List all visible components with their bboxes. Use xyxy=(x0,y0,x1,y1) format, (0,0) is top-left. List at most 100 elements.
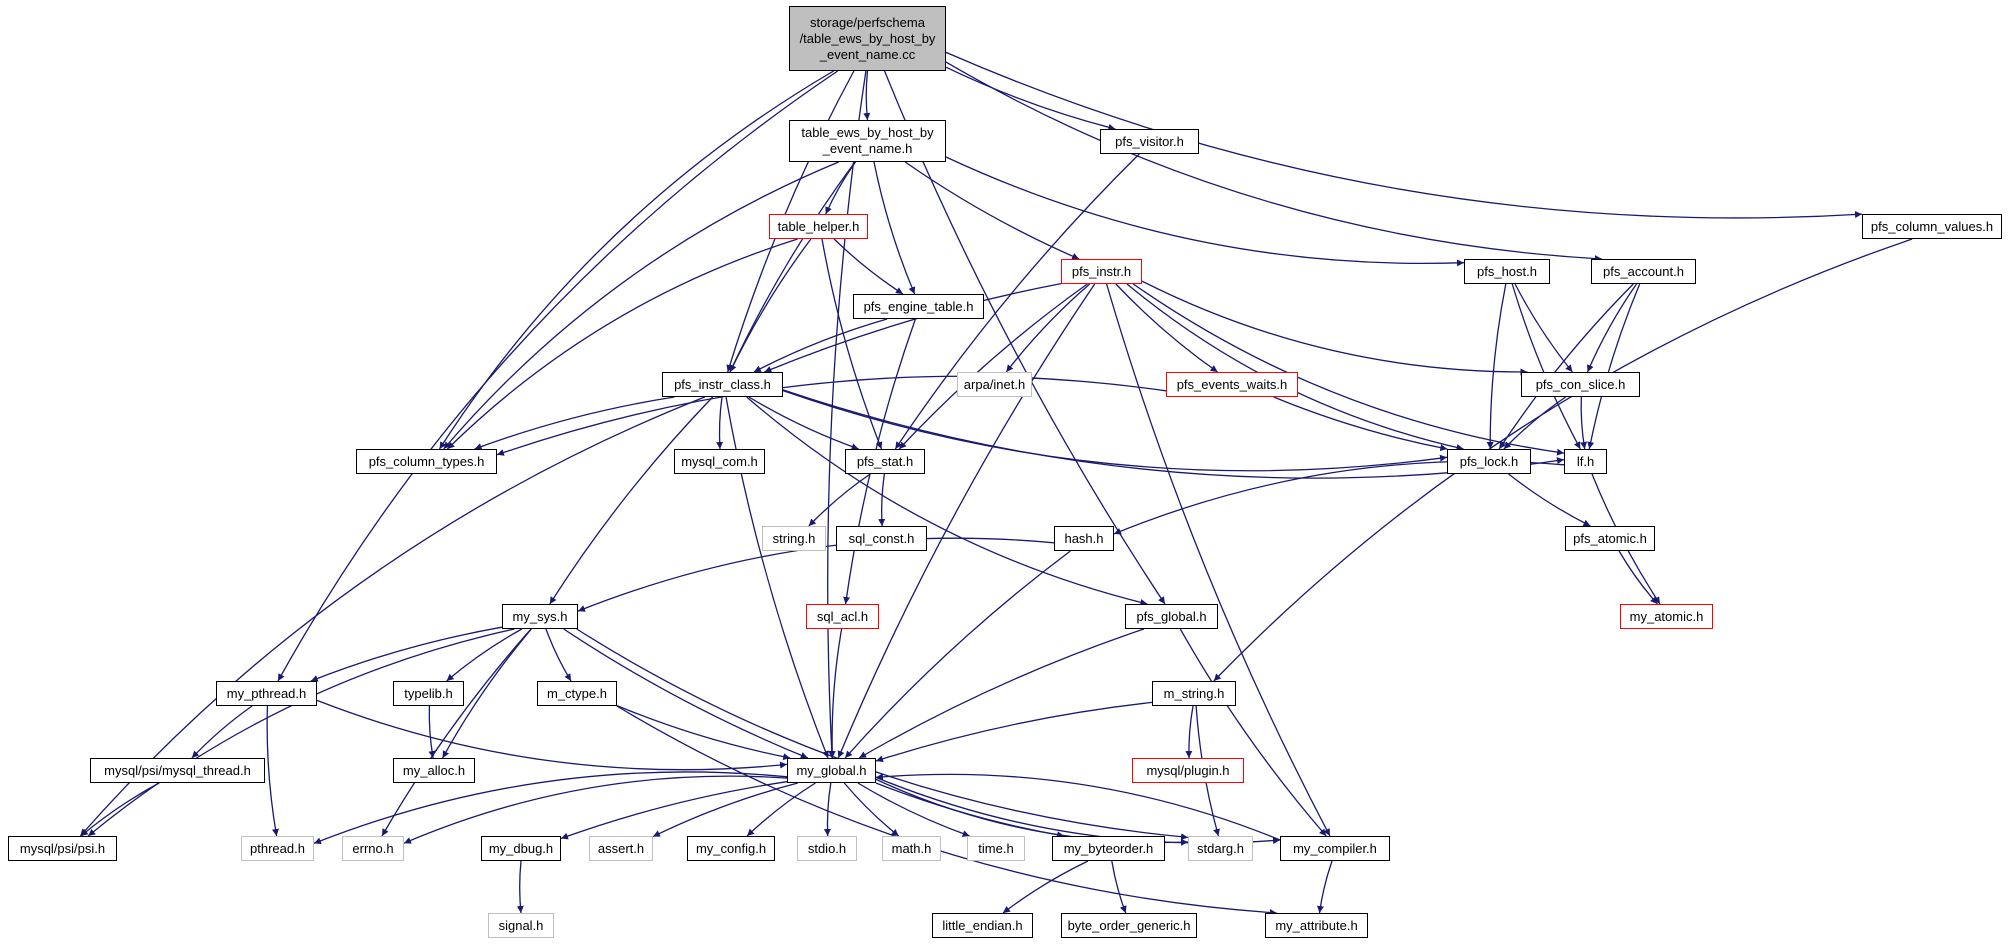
node-sql-acl-h[interactable]: sql_acl.h xyxy=(806,604,879,629)
edge-table-ews-h-to-pfs-instr xyxy=(904,161,1080,260)
node-pthread-h: pthread.h xyxy=(241,836,314,861)
node-assert-h: assert.h xyxy=(589,836,653,861)
edge-my-global-to-assert xyxy=(652,782,798,838)
edge-pfs-account-to-pfs-con-slice xyxy=(1586,283,1638,373)
node-typelib-h[interactable]: typelib.h xyxy=(393,681,464,706)
edge-my-sys-to-my-pthread xyxy=(310,626,503,682)
node-pfs-visitor-h[interactable]: pfs_visitor.h xyxy=(1100,129,1199,154)
edge-pfs-stat-to-sql-const xyxy=(878,473,886,527)
node-byte-order-generic-h[interactable]: byte_order_generic.h xyxy=(1061,913,1197,938)
node-hash-h[interactable]: hash.h xyxy=(1054,526,1114,551)
edge-pfs-host-to-lf xyxy=(1511,283,1581,450)
edge-root-to-table-ews-h xyxy=(863,70,871,121)
edge-table-ews-h-to-pfs-host xyxy=(945,156,1465,267)
node-pfs-con-slice-h[interactable]: pfs_con_slice.h xyxy=(1521,372,1640,397)
node-pfs-global-h[interactable]: pfs_global.h xyxy=(1125,604,1218,629)
edge-pfs-instr-class-to-pfs-column-types xyxy=(474,396,675,450)
node-my-alloc-h[interactable]: my_alloc.h xyxy=(393,758,475,783)
edge-pfs-instr-class-to-mysql-com xyxy=(716,396,724,450)
node-stdarg-h: stdarg.h xyxy=(1188,836,1253,861)
edge-pfs-account-to-lf xyxy=(1587,283,1641,450)
node-my-compiler-h[interactable]: my_compiler.h xyxy=(1280,836,1390,861)
edge-pfs-visitor-to-pfs-stat xyxy=(894,153,1140,450)
node-pfs-stat-h[interactable]: pfs_stat.h xyxy=(845,449,925,474)
node-my-byteorder-h[interactable]: my_byteorder.h xyxy=(1052,836,1165,861)
node-my-global-h[interactable]: my_global.h xyxy=(787,758,876,783)
edge-m-string-to-my-global xyxy=(875,701,1153,763)
edge-my-sys-to-m-ctype xyxy=(545,628,572,682)
node-pfs-column-values-h[interactable]: pfs_column_values.h xyxy=(1862,214,2002,239)
node-m-string-h[interactable]: m_string.h xyxy=(1152,681,1236,706)
edge-pfs-con-slice-to-lf xyxy=(1580,396,1588,450)
edge-my-pthread-to-my-global xyxy=(316,699,788,771)
edge-my-byteorder-to-little-endian xyxy=(1002,860,1089,914)
node-pfs-instr-class-h[interactable]: pfs_instr_class.h xyxy=(662,372,783,397)
edge-my-global-to-stdarg xyxy=(875,778,1189,846)
edge-table-helper-to-pfs-instr-class xyxy=(729,238,812,373)
node-my-config-h[interactable]: my_config.h xyxy=(687,836,775,861)
node-m-ctype-h[interactable]: m_ctype.h xyxy=(537,681,617,706)
edge-root-to-my-pthread xyxy=(277,70,839,682)
edge-my-global-to-my-config xyxy=(746,782,816,837)
edge-pfs-host-to-pfs-con-slice xyxy=(1514,283,1573,373)
edge-table-ews-h-to-pfs-engine-table xyxy=(873,161,916,295)
edge-pfs-events-waits-to-pfs-lock xyxy=(1273,396,1448,452)
node-errno-h: errno.h xyxy=(342,836,404,861)
node-table-ews-by-host-by-event-name-h[interactable]: table_ews_by_host_by _event_name.h xyxy=(789,120,946,162)
edge-pfs-global-to-my-compiler xyxy=(1179,628,1327,837)
edge-my-global-to-stdio xyxy=(823,782,832,837)
edge-mysql-thread-to-psi xyxy=(80,782,160,837)
edge-my-sys-to-typelib xyxy=(446,628,523,682)
edge-my-compiler-to-my-global xyxy=(875,773,1281,841)
node-mysql-psi-mysql-thread-h[interactable]: mysql/psi/mysql_thread.h xyxy=(90,758,265,783)
edge-pfs-instr-class-to-pfs-global xyxy=(746,396,1148,606)
node-mysql-com-h[interactable]: mysql_com.h xyxy=(674,449,765,474)
node-pfs-events-waits-h[interactable]: pfs_events_waits.h xyxy=(1166,372,1298,397)
edge-my-pthread-to-mysql-thread xyxy=(191,705,253,759)
node-my-atomic-h[interactable]: my_atomic.h xyxy=(1620,604,1713,629)
edge-m-string-to-mysql-plugin xyxy=(1185,705,1194,759)
edge-pfs-atomic-to-my-atomic xyxy=(1618,550,1658,605)
node-table-ews-by-host-by-event-name-cc[interactable]: storage/perfschema /table_ews_by_host_by… xyxy=(789,6,946,71)
node-pfs-lock-h[interactable]: pfs_lock.h xyxy=(1447,449,1531,474)
edge-my-global-to-time xyxy=(857,782,970,837)
node-sql-const-h[interactable]: sql_const.h xyxy=(836,526,927,551)
edge-pfs-instr-class-to-pfs-lock xyxy=(782,389,1448,472)
node-table-helper-h[interactable]: table_helper.h xyxy=(769,214,868,239)
edge-pfs-instr-to-pfs-con-slice xyxy=(1141,280,1528,376)
node-little-endian-h[interactable]: little_endian.h xyxy=(932,913,1033,938)
edge-pfs-global-to-my-global xyxy=(858,628,1145,759)
edge-pfs-instr-to-pfs-instr-class xyxy=(764,282,1062,373)
node-mysql-psi-psi-h[interactable]: mysql/psi/psi.h xyxy=(8,836,117,861)
node-my-dbug-h[interactable]: my_dbug.h xyxy=(481,836,561,861)
node-pfs-atomic-h[interactable]: pfs_atomic.h xyxy=(1565,526,1655,551)
node-lf-h[interactable]: lf.h xyxy=(1564,449,1607,474)
edge-pfs-instr-to-my-global xyxy=(837,283,1096,759)
dependency-edges xyxy=(79,51,1913,917)
edge-my-sys-to-errno xyxy=(381,628,532,837)
node-pfs-column-types-h[interactable]: pfs_column_types.h xyxy=(356,449,497,474)
edge-my-global-to-errno xyxy=(403,775,788,844)
edge-pfs-account-to-pfs-lock xyxy=(1498,283,1634,450)
edge-pfs-instr-to-pfs-lock xyxy=(1126,283,1464,451)
node-my-attribute-h[interactable]: my_attribute.h xyxy=(1265,913,1368,938)
edge-my-global-to-pthread xyxy=(313,771,788,845)
node-mysql-plugin-h[interactable]: mysql/plugin.h xyxy=(1132,758,1244,783)
edge-pfs-instr-to-pfs-events-waits xyxy=(1115,283,1218,373)
edge-pfs-instr-class-to-my-global xyxy=(725,396,829,759)
node-pfs-instr-h[interactable]: pfs_instr.h xyxy=(1061,259,1142,284)
node-arpa-inet-h: arpa/inet.h xyxy=(957,372,1032,397)
node-pfs-host-h[interactable]: pfs_host.h xyxy=(1464,259,1550,284)
node-my-pthread-h[interactable]: my_pthread.h xyxy=(216,681,317,706)
node-my-sys-h[interactable]: my_sys.h xyxy=(502,604,578,629)
edge-typelib-to-my-alloc xyxy=(428,705,436,759)
edge-table-helper-to-pfs-column-types xyxy=(446,238,798,450)
edge-my-global-to-math xyxy=(843,782,900,837)
edge-pfs-instr-to-pfs-stat xyxy=(898,283,1088,450)
edge-pfs-instr-class-to-pfs-stat xyxy=(748,396,859,450)
node-pfs-engine-table-h[interactable]: pfs_engine_table.h xyxy=(853,294,984,319)
node-signal-h: signal.h xyxy=(488,913,554,938)
edge-my-sys-to-psi xyxy=(87,628,515,837)
edge-table-ews-h-to-pfs-instr-class xyxy=(729,161,856,373)
node-pfs-account-h[interactable]: pfs_account.h xyxy=(1591,259,1696,284)
